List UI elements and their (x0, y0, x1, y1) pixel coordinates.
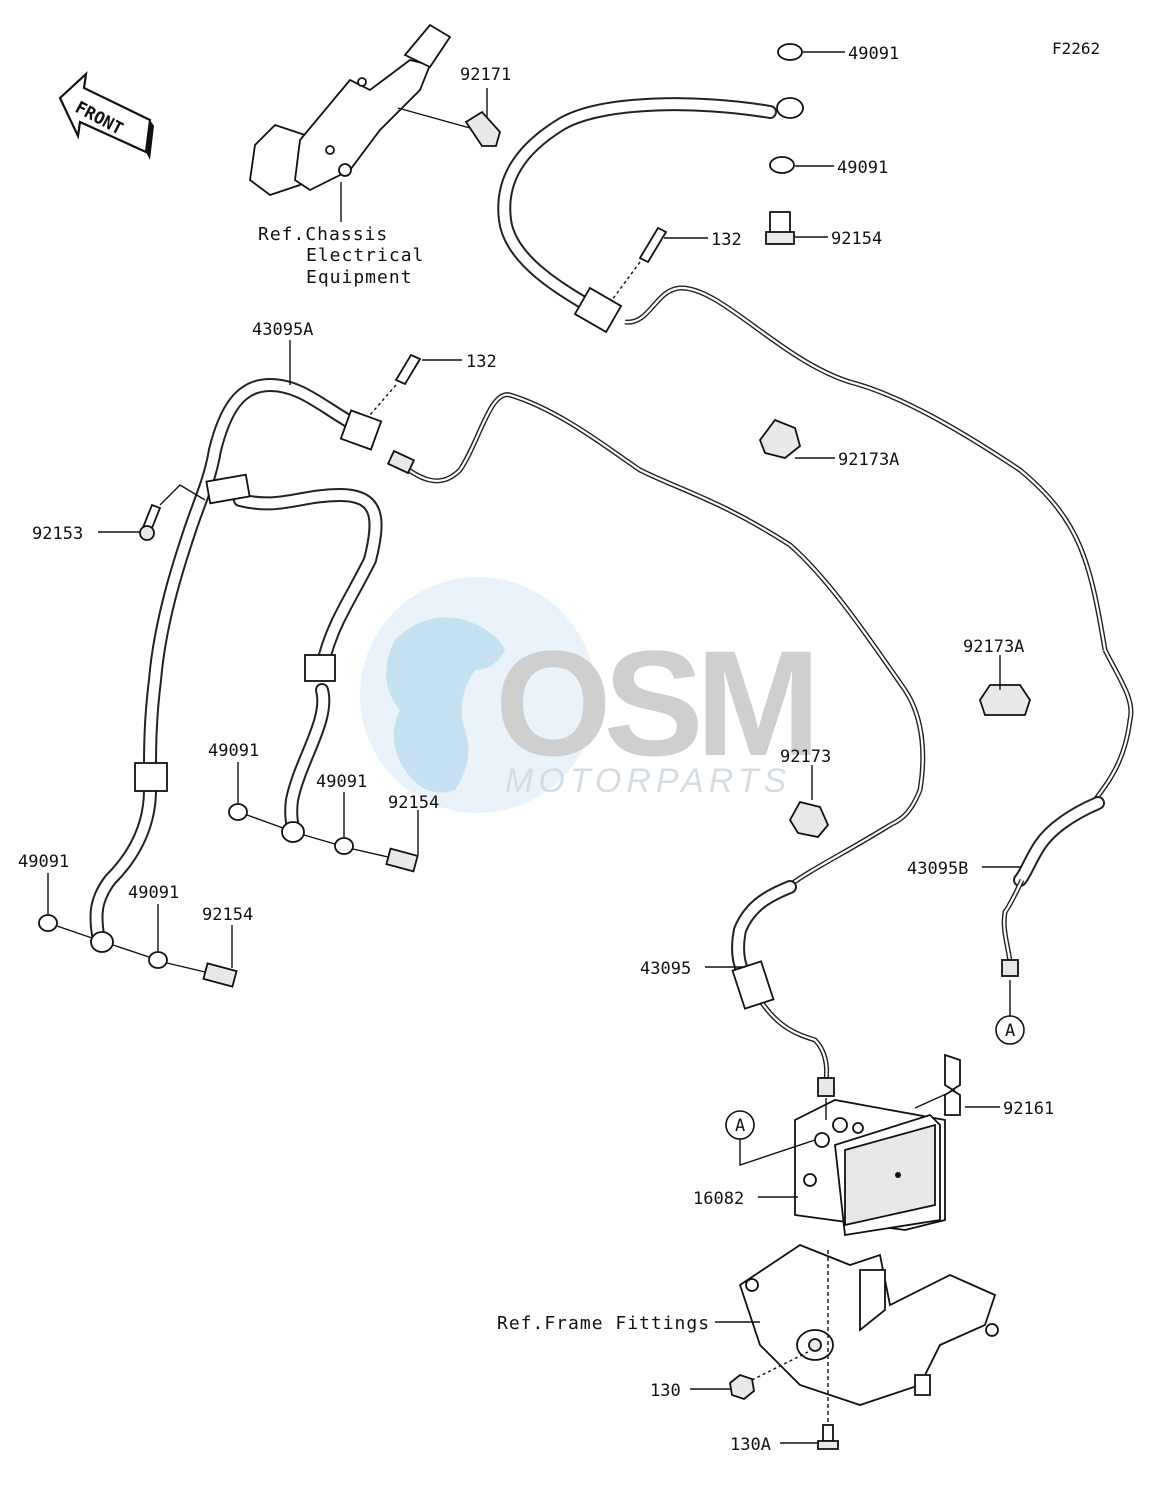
abs-unit-16082 (794, 1098, 946, 1237)
bolt-130a (817, 1424, 839, 1450)
callout-16082: 16082 (693, 1189, 744, 1209)
ref-chassis-line1: Ref.Chassis (258, 224, 388, 245)
callout-49091-top-2: 49091 (837, 158, 888, 178)
callout-132-top: 132 (711, 230, 742, 250)
bolt-130 (729, 1373, 755, 1401)
callout-92153: 92153 (32, 524, 83, 544)
callout-132-mid: 132 (466, 352, 497, 372)
callout-49091-top-1: 49091 (848, 44, 899, 64)
hose-upper-right (497, 97, 1108, 651)
watermark-logo: OSM (495, 619, 813, 787)
callout-130a: 130A (730, 1435, 771, 1455)
callout-49091-mid-1: 49091 (208, 741, 259, 761)
watermark-globe-land (386, 617, 505, 793)
callout-92173a-2: 92173A (963, 637, 1024, 657)
clamp-92173a-2 (979, 684, 1031, 716)
callout-43095a: 43095A (252, 320, 313, 340)
callout-92161: 92161 (1003, 1099, 1054, 1119)
marker-a-right (995, 1015, 1025, 1045)
callout-92171: 92171 (460, 65, 511, 85)
banjo-fitting-top (765, 43, 804, 245)
bolt-92153 (139, 503, 162, 541)
bracket-92161 (944, 1053, 961, 1116)
hose-43095 (731, 822, 892, 1097)
callout-92173a-1: 92173A (838, 450, 899, 470)
clamp-92173a-1 (758, 418, 802, 459)
callout-49091-low-2: 49091 (128, 883, 179, 903)
callout-49091-low-1: 49091 (18, 852, 69, 872)
callout-a-right: A (1005, 1021, 1015, 1041)
chassis-bracket (249, 23, 452, 197)
callout-92173: 92173 (780, 747, 831, 767)
frame-bracket (738, 1243, 999, 1406)
callout-130: 130 (650, 1381, 681, 1401)
washers-mid (228, 803, 419, 873)
ref-frame-fittings: Ref.Frame Fittings (497, 1313, 710, 1334)
callout-92154-low: 92154 (202, 905, 253, 925)
callout-92154-top: 92154 (831, 229, 882, 249)
callout-43095: 43095 (640, 959, 691, 979)
ref-chassis-line2: Electrical (306, 245, 424, 266)
diagram-code: F2262 (1052, 39, 1100, 58)
clamp-92171 (464, 110, 502, 147)
hose-43095b (1001, 648, 1134, 977)
callout-a-left: A (735, 1116, 745, 1136)
bolt-132-mid (394, 353, 422, 386)
callout-92154-mid: 92154 (388, 793, 439, 813)
ref-chassis-line3: Equipment (306, 267, 413, 288)
clamp-92173 (788, 800, 830, 838)
watermark: OSM MOTORPARTS (360, 577, 821, 813)
watermark-tagline: MOTORPARTS (505, 762, 791, 800)
front-arrow-icon: FRONT (58, 71, 154, 160)
bolt-132-top (638, 226, 668, 264)
callout-43095b: 43095B (907, 859, 968, 879)
callout-49091-mid-2: 49091 (316, 772, 367, 792)
washers-low (38, 914, 238, 988)
